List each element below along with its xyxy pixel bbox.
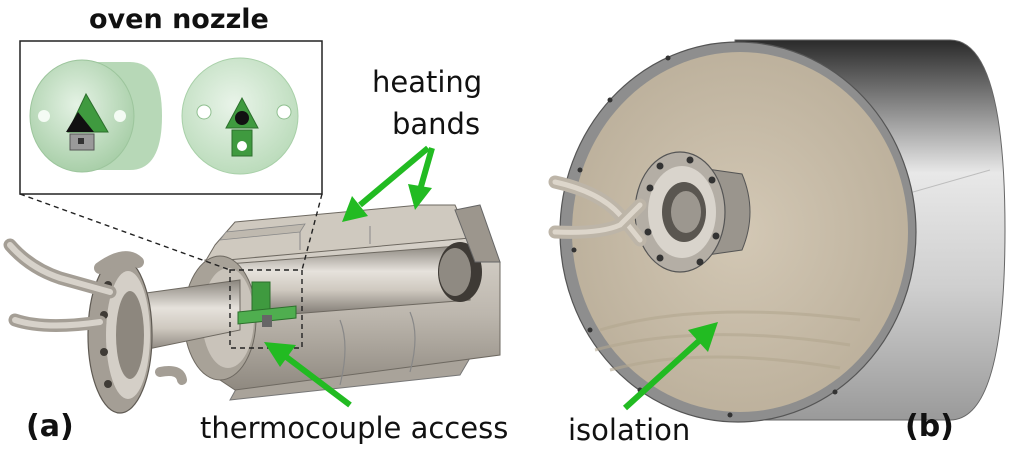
arrow-isolation	[622, 322, 718, 411]
oven-insulated	[548, 39, 1006, 423]
arrow-heating-band-1	[342, 145, 430, 222]
oven-nozzle-label: oven nozzle	[89, 4, 269, 35]
isolation-label: isolation	[568, 413, 691, 447]
heating-bands-label-line1: heating	[372, 65, 483, 99]
panel-a-label: (a)	[26, 409, 74, 444]
annotation-arrows	[264, 145, 718, 411]
nozzle-inset	[19, 40, 323, 195]
projection-line-right	[301, 193, 323, 271]
detail-selection-box	[229, 269, 303, 349]
projection-line-left	[19, 193, 231, 271]
panel-b-label: (b)	[905, 409, 954, 444]
oven-cutaway	[3, 204, 501, 414]
heating-bands-label-line2: bands	[392, 107, 481, 141]
thermocouple-access-label: thermocouple access	[200, 411, 509, 445]
arrow-heating-band-2	[408, 147, 435, 210]
arrow-thermocouple	[264, 342, 352, 408]
